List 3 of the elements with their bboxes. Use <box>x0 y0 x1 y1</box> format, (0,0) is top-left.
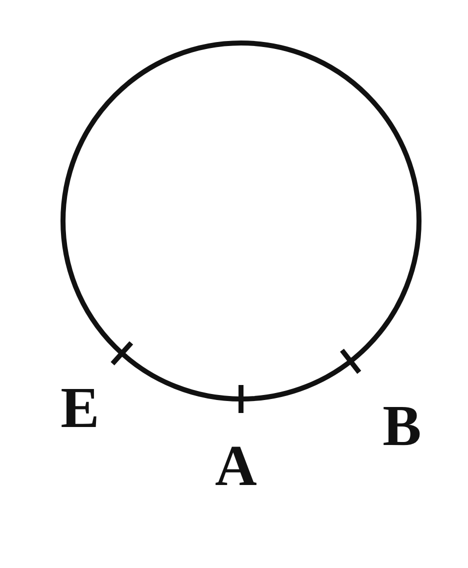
point-label: B <box>382 397 422 455</box>
point-label: A <box>215 437 257 495</box>
point-label: E <box>60 379 100 437</box>
